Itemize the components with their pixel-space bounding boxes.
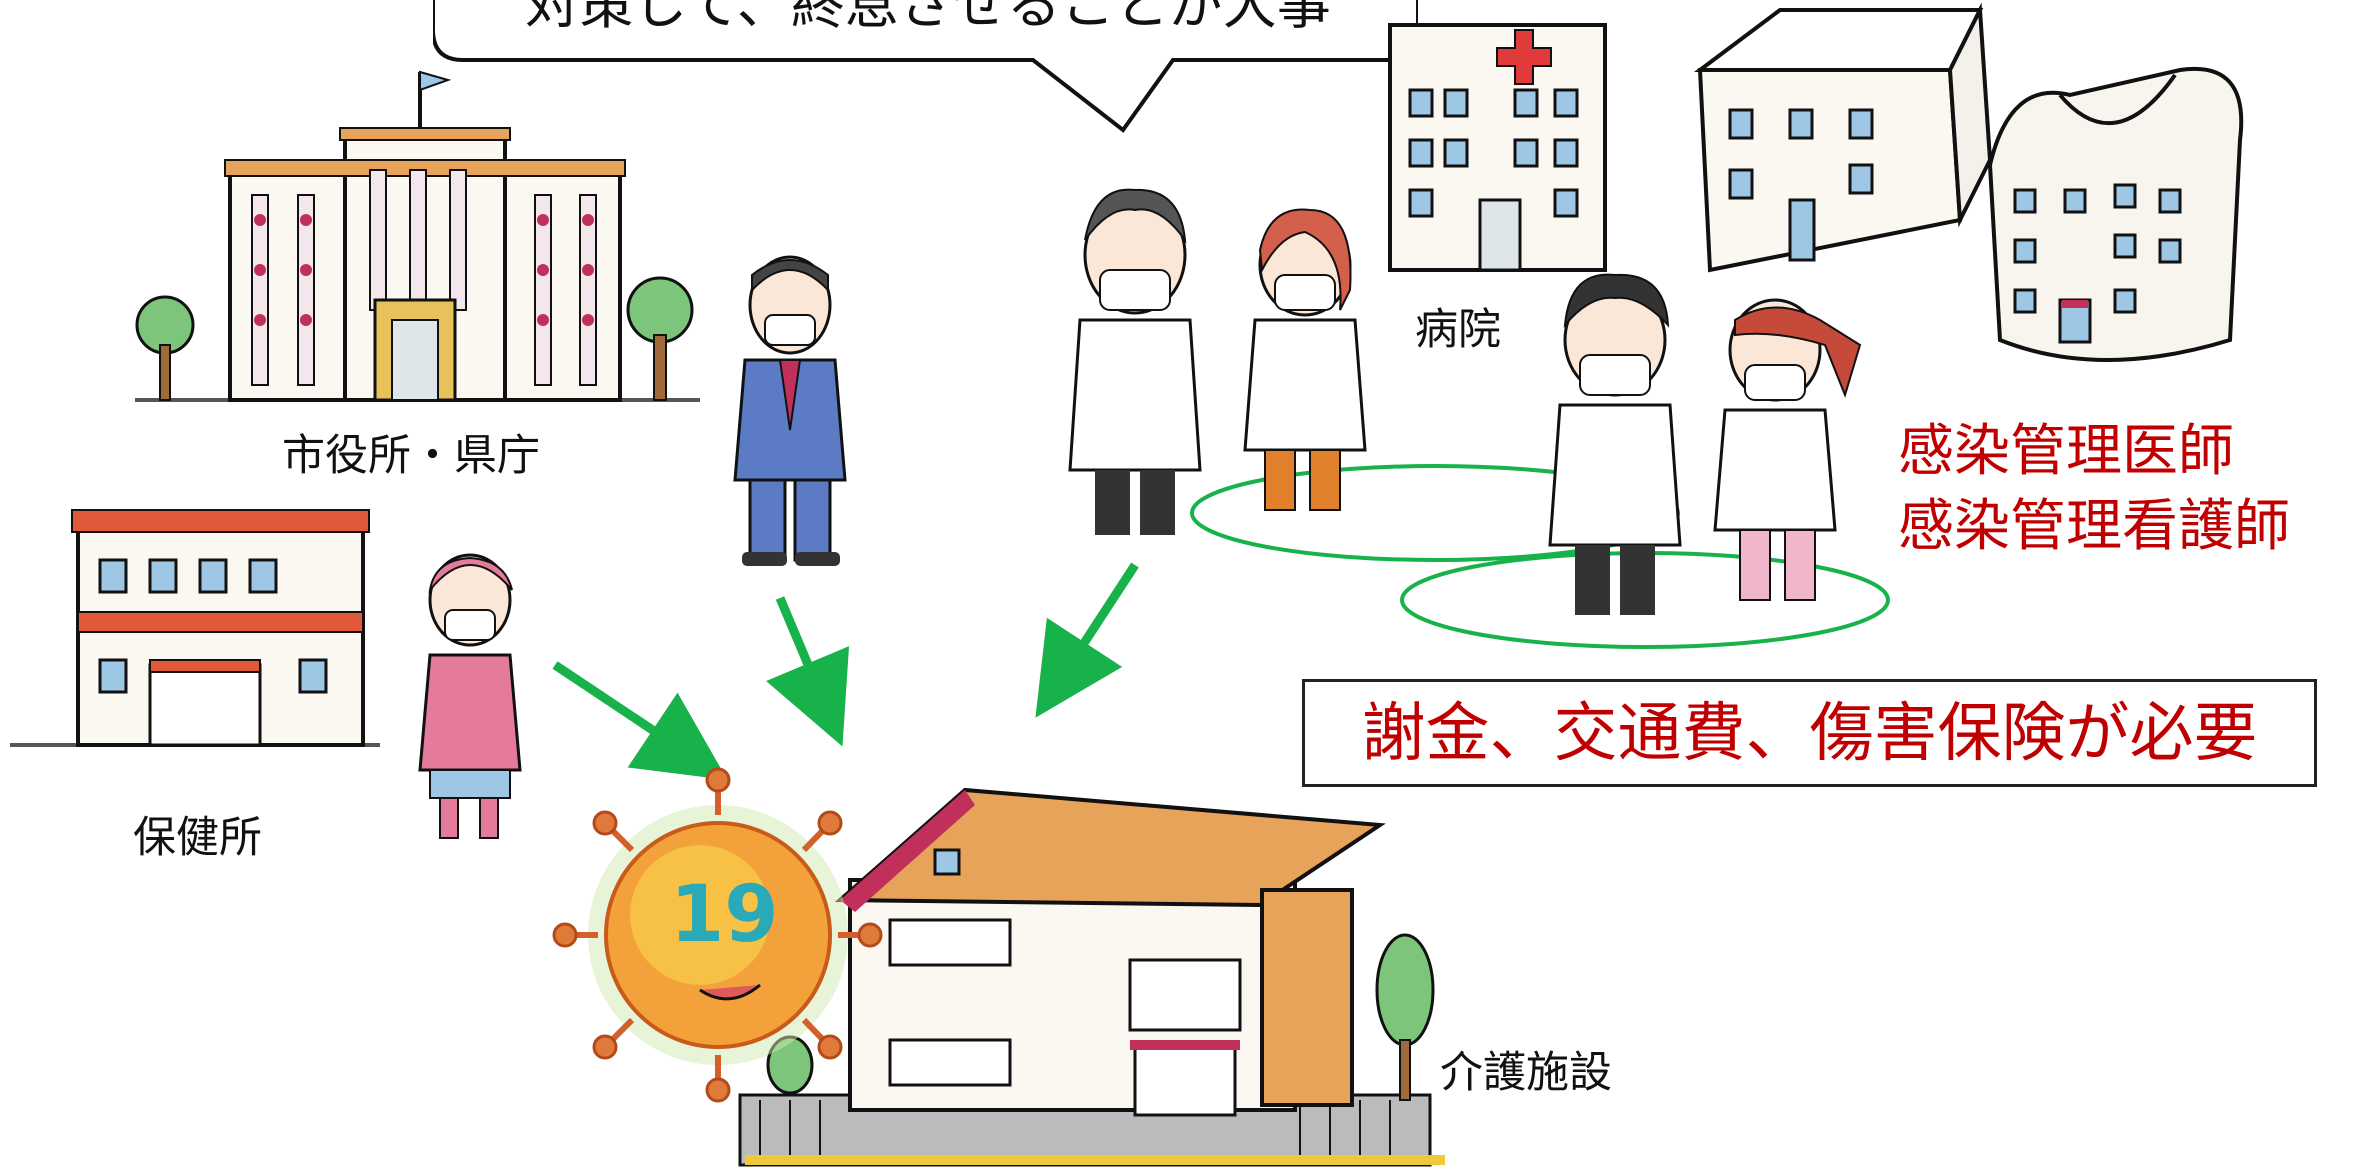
care-facility-label: 介護施設 — [1440, 1048, 1612, 1098]
role-infection-control-doctor: 感染管理医師 — [1898, 419, 2234, 484]
hospital-buildings — [1388, 2, 2244, 362]
health-center-building — [10, 509, 380, 747]
health-center-staff-figure — [418, 553, 522, 839]
city-official-figure — [733, 255, 847, 566]
infection-control-team-1 — [1068, 188, 1680, 562]
notice-box: 謝金、交通費、傷害保険が必要 — [1302, 679, 2317, 787]
virus-number-label: 19 — [670, 870, 779, 960]
city-hall-label: 市役所・県庁 — [282, 431, 540, 481]
speech-bubble — [433, 0, 1418, 133]
arrow-from-hospital — [1035, 562, 1139, 718]
infection-control-team-2 — [1400, 273, 1890, 649]
virus-icon — [552, 767, 883, 1103]
role-infection-control-nurse: 感染管理看護師 — [1898, 494, 2290, 559]
speech-bubble-text: 対策して、終息させることが大事 — [525, 0, 1331, 36]
arrow-from-health-center — [552, 661, 728, 780]
arrow-from-city-hall — [766, 596, 850, 747]
infection-control-roles: 感染管理医師 感染管理看護師 — [1898, 414, 2290, 564]
hospital-label: 病院 — [1415, 305, 1501, 355]
city-hall-building — [135, 70, 700, 402]
health-center-label: 保健所 — [133, 813, 262, 863]
care-facility-building — [738, 787, 1445, 1167]
